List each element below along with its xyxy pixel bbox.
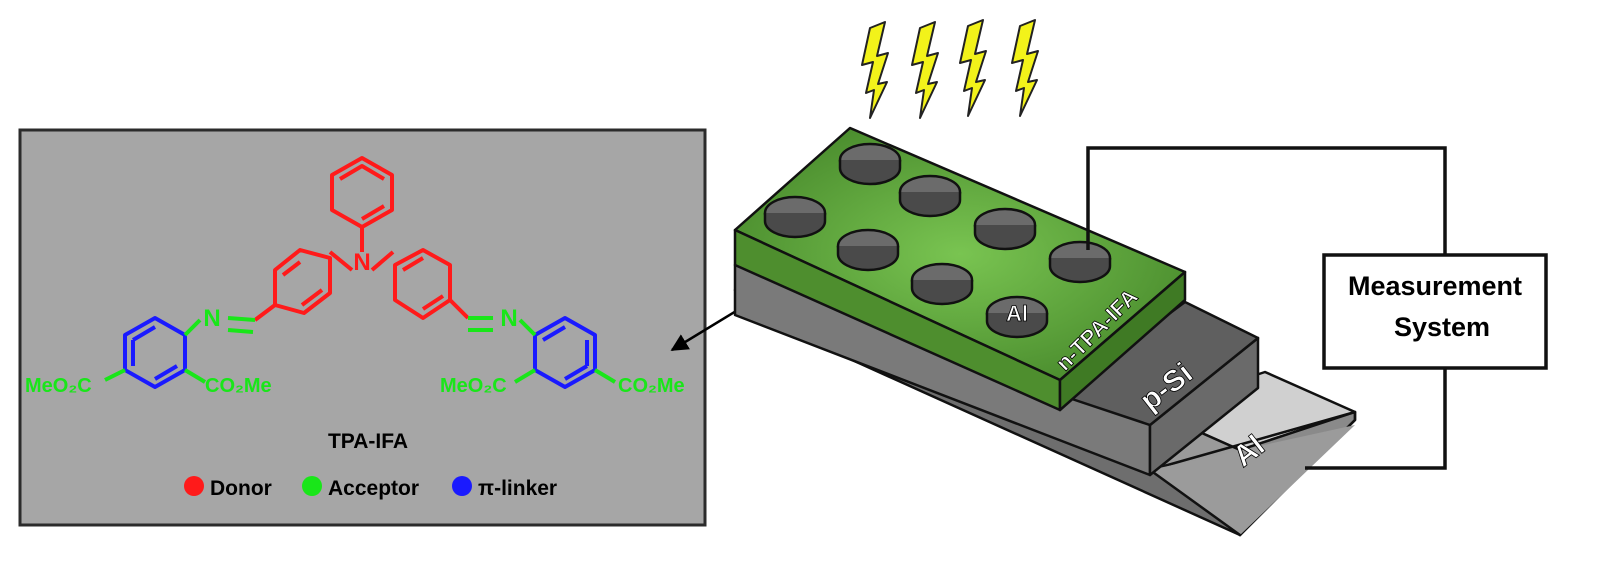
electrode-dots [763, 142, 1112, 339]
lightning-bolt-icon [959, 19, 987, 117]
imine-n-right-label: N [500, 305, 517, 332]
measurement-label-line1: Measurement [1348, 271, 1522, 301]
lightning-bolt-icon [1011, 19, 1039, 117]
ester-outer-right-label: CO₂Me [618, 375, 685, 397]
ester-inner-left-label: CO₂Me [205, 375, 272, 397]
legend-donor-swatch [184, 476, 204, 496]
ester-inner-right-label: MeO₂C [440, 375, 507, 397]
device-stack [733, 126, 1357, 537]
legend-acceptor-swatch [302, 476, 322, 496]
illumination [861, 19, 1039, 119]
molecule-name: TPA-IFA [328, 430, 408, 453]
imine-linkers [227, 316, 493, 334]
electrode-al-label: Al [1006, 301, 1028, 326]
color-legend: Donor Acceptor π-linker [184, 476, 557, 500]
lightning-bolt-icon [861, 21, 889, 119]
imine-n-left-label: N [203, 305, 220, 332]
lightning-bolt-icon [911, 21, 939, 119]
legend-acceptor-label: Acceptor [328, 477, 419, 500]
measurement-label-line2: System [1394, 312, 1490, 342]
organic-film-side [1058, 270, 1187, 412]
circuit-wires [1086, 146, 1447, 470]
legend-pi-linker-label: π-linker [478, 477, 557, 500]
molecule-panel: N N N MeO₂C CO₂ [18, 128, 707, 527]
ester-bonds [104, 318, 617, 384]
amine-n-label: N [353, 249, 370, 276]
legend-donor-label: Donor [210, 477, 272, 500]
legend-pi-linker-swatch [452, 476, 472, 496]
donor-structure [253, 156, 470, 322]
measurement-system-box: Measurement System [1322, 253, 1548, 370]
panel-background [18, 128, 707, 527]
ester-outer-left-label: MeO₂C [25, 375, 92, 397]
